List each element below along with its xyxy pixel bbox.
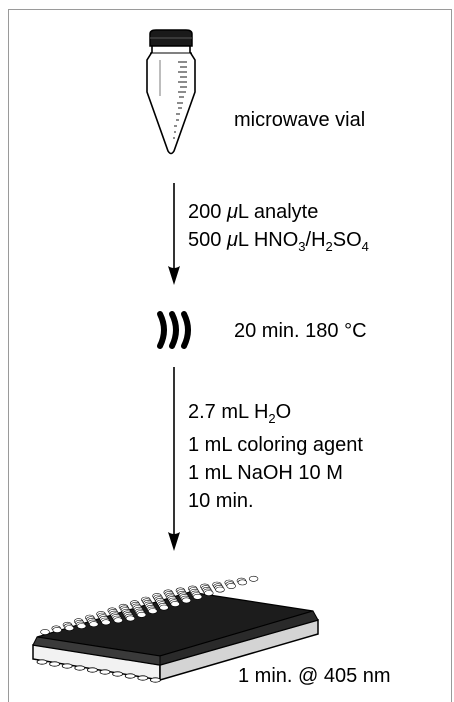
plate-well-bottom (149, 677, 161, 683)
plate-well (181, 597, 192, 604)
plate-well (125, 615, 136, 622)
plate-well (40, 629, 50, 635)
plate-well-bottom (137, 675, 149, 681)
step2-line1: 2.7 mL H2O (188, 400, 292, 426)
step2-line1-text: O (275, 401, 292, 423)
step2-line2: 1 mL coloring agent (188, 434, 363, 456)
step1-line1-amount: 200 (188, 201, 227, 223)
plate-well (64, 625, 75, 631)
subscript: 4 (361, 239, 369, 254)
microwave-vial-icon (146, 29, 196, 155)
down-arrow-icon (168, 367, 180, 551)
plate-label: 1 min. @ 405 nm (238, 665, 391, 687)
plate-well (215, 586, 225, 593)
plate-well-bottom (61, 663, 73, 669)
down-arrow-icon (168, 183, 180, 285)
frame-border-right (451, 9, 452, 702)
plate-well-bottom (36, 659, 48, 665)
microwave-label: 20 min. 180 °C (234, 320, 367, 342)
mu-symbol: μ (226, 201, 238, 223)
step1-line2-text: /H (305, 229, 326, 251)
plate-well (226, 583, 236, 589)
plate-well (170, 601, 180, 607)
step1-line1: 200 μL analyte (188, 200, 318, 224)
step2-line3: 1 mL NaOH 10 M (188, 462, 343, 484)
plate-well-bottom (49, 661, 60, 667)
plate-well (52, 627, 62, 633)
step1-line2: 500 μL HNO3/H2SO4 (188, 228, 369, 254)
plate-well (148, 608, 158, 614)
microwave-waves-icon (157, 311, 191, 349)
frame-border-left (8, 9, 9, 702)
plate-well (237, 579, 248, 586)
plate-well-bottom (99, 669, 111, 675)
plate-well-bottom (112, 671, 123, 677)
step2-line4: 10 min. (188, 490, 254, 512)
plate-well-bottom (124, 673, 136, 679)
plate-well-bottom (87, 667, 98, 673)
step1-line1-rest: L analyte (237, 201, 319, 223)
subscript: 3 (298, 239, 306, 254)
plate-well (76, 623, 87, 629)
plate-well (101, 619, 111, 626)
step2-line1-text: 2.7 mL H (188, 401, 269, 423)
frame-border-top (8, 9, 452, 10)
subscript: 2 (268, 411, 276, 426)
plate-well (89, 621, 99, 628)
vial-label: microwave vial (234, 109, 366, 131)
well-plate-icon (32, 575, 319, 683)
plate-well (248, 575, 259, 582)
step1-line2-text: SO (332, 229, 362, 251)
mu-symbol: μ (226, 229, 238, 251)
plate-well (159, 604, 169, 611)
plate-well (136, 611, 147, 618)
plate-well (192, 593, 203, 600)
plate-well (113, 617, 123, 624)
plate-well (204, 590, 214, 596)
step1-line2-amount: 500 (188, 229, 227, 251)
plate-well-bottom (74, 665, 86, 671)
subscript: 2 (325, 239, 333, 254)
step1-line2-text: L HNO (237, 229, 299, 251)
